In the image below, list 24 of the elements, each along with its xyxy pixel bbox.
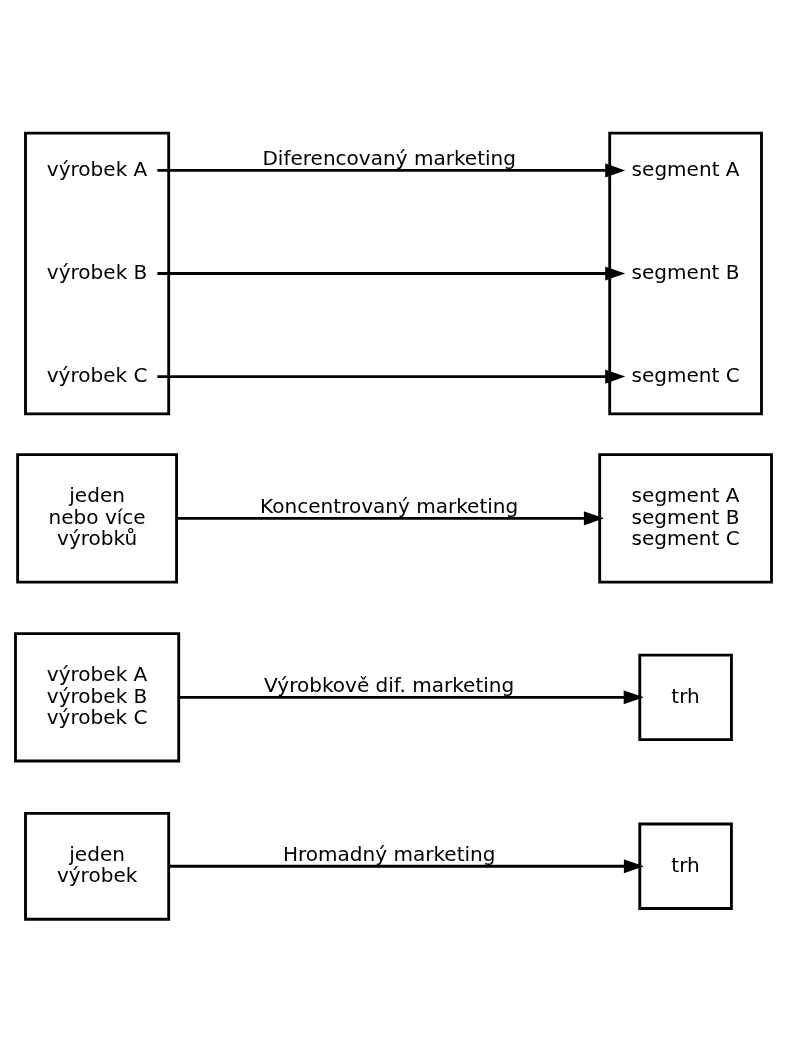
node-box: jeden výrobek	[24, 811, 171, 921]
arrow	[157, 369, 626, 384]
node-box: trh	[638, 822, 733, 910]
node-text: segment B	[631, 259, 740, 284]
node-box: jeden nebo více výrobků	[16, 453, 178, 584]
edge-label: Diferencovaný marketing	[262, 145, 516, 170]
node-box: výrobek A výrobek B výrobek C	[14, 632, 181, 763]
arrow	[157, 266, 626, 281]
node-text: výrobek B	[46, 259, 148, 284]
node-box: segment A segment B segment C	[598, 453, 773, 584]
cluster	[24, 131, 171, 416]
edge-label: Koncentrovaný marketing	[260, 493, 519, 518]
node-text: výrobek A	[46, 156, 148, 181]
cluster	[608, 131, 763, 416]
edge-label: Výrobkově dif. marketing	[264, 672, 515, 697]
node-box: trh	[638, 653, 733, 741]
arrow	[176, 511, 604, 526]
arrow	[178, 690, 644, 705]
edge-label: Hromadný marketing	[282, 841, 496, 866]
node-text: segment C	[631, 362, 740, 387]
node-text: výrobek C	[46, 362, 148, 387]
arrow	[169, 859, 644, 874]
node-text: segment A	[631, 156, 740, 181]
arrow	[157, 163, 626, 178]
